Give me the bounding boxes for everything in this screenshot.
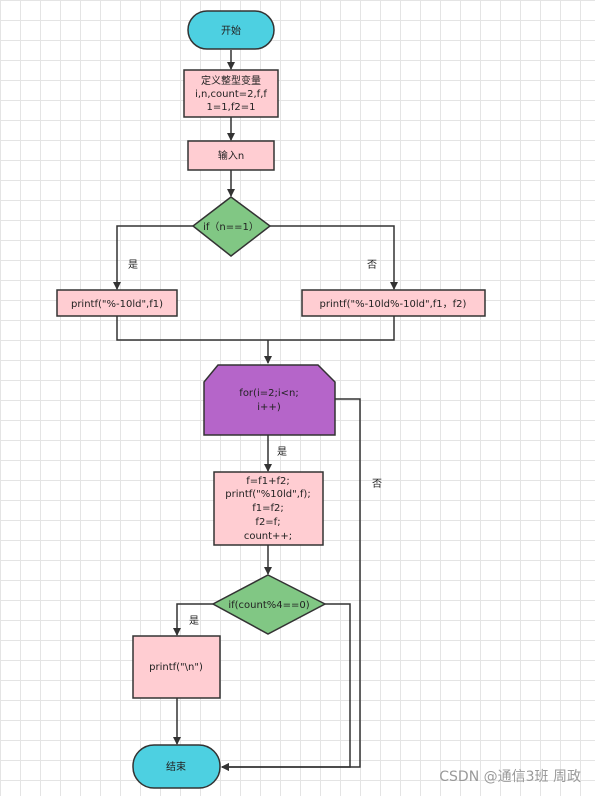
- start-label: 开始: [221, 24, 241, 37]
- start-node: 开始: [187, 10, 275, 50]
- newline-label: printf("\n"): [149, 662, 203, 673]
- connectors: [113, 50, 398, 771]
- for-line-1: for(i=2;i<n;: [239, 388, 298, 399]
- loop-body-node: f=f1+f2; printf("%10ld",f); f1=f2; f2=f;…: [213, 471, 324, 546]
- body-line-1: f=f1+f2;: [246, 476, 289, 487]
- if-count-label: if(count%4==0): [228, 600, 309, 611]
- body-line-2: printf("%10ld",f);: [225, 489, 310, 500]
- edge-ifcount-no: [221, 603, 351, 771]
- label-count-yes: 是: [189, 615, 199, 627]
- declare-line-2: i,n,count=2,f,f: [195, 89, 267, 100]
- label-if-no: 否: [367, 259, 377, 271]
- end-node: 结束: [132, 744, 221, 789]
- if-n-decision: if（n==1）: [191, 196, 272, 257]
- body-line-4: f2=f;: [255, 517, 280, 528]
- newline-node: printf("\n"): [132, 635, 221, 699]
- declare-node: 定义整型变量 i,n,count=2,f,f 1=1,f2=1: [183, 69, 279, 118]
- print-two-label: printf("%-10ld%-10ld",f1，f2): [320, 299, 467, 310]
- edge-print-two-merge: [268, 316, 395, 341]
- body-line-3: f1=f2;: [252, 503, 284, 514]
- declare-line-1: 定义整型变量: [201, 74, 261, 87]
- print-one-label: printf("%-10ld",f1): [71, 299, 163, 310]
- print-one-node: printf("%-10ld",f1): [56, 289, 178, 317]
- label-if-yes: 是: [128, 259, 138, 271]
- for-line-2: i++): [257, 402, 281, 413]
- label-loop-yes: 是: [277, 446, 287, 458]
- label-loop-no: 否: [372, 478, 382, 490]
- print-two-node: printf("%-10ld%-10ld",f1，f2): [301, 289, 486, 317]
- edge-for-exit: [221, 398, 361, 771]
- declare-line-3: 1=1,f2=1: [207, 102, 256, 113]
- input-node: 输入n: [187, 140, 275, 171]
- if-count-decision: if(count%4==0): [211, 574, 327, 635]
- edge-ifcount-yes: [173, 603, 213, 636]
- edge-if-no: [270, 225, 398, 290]
- edge-if-yes: [113, 225, 193, 290]
- input-label: 输入n: [218, 149, 244, 162]
- end-label: 结束: [166, 760, 186, 773]
- edge-print-one-merge: [116, 316, 268, 341]
- for-loop-node: for(i=2;i<n; i++): [203, 364, 336, 436]
- body-line-5: count++;: [244, 531, 292, 542]
- watermark: CSDN @通信3班 周政: [439, 769, 581, 785]
- if-n-label: if（n==1）: [203, 221, 259, 233]
